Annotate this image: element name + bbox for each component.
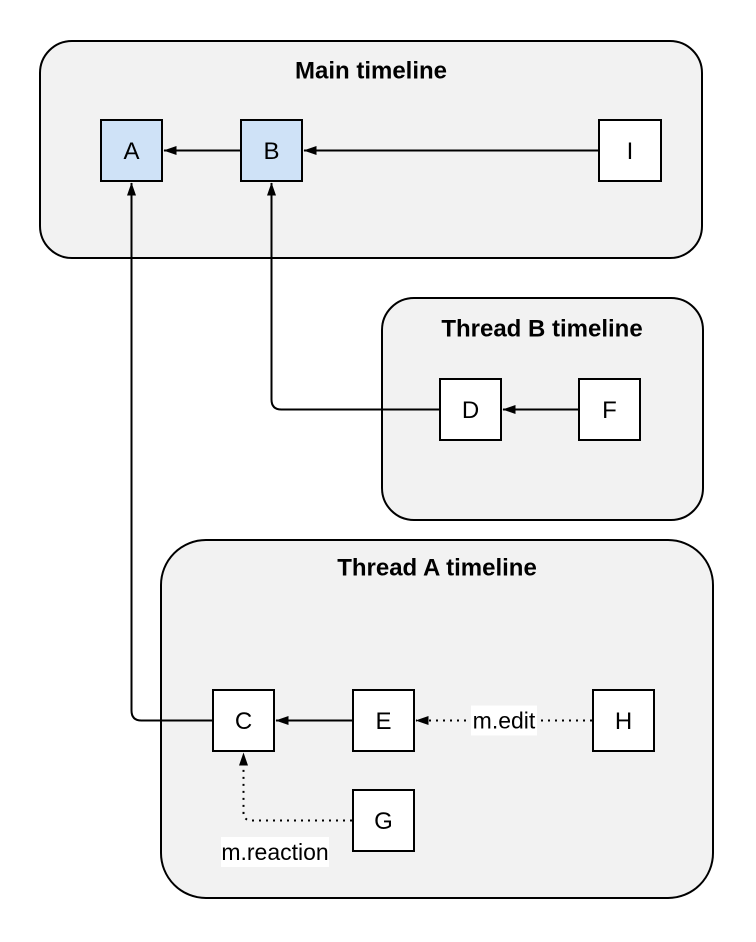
node-B-box — [240, 119, 303, 182]
node-D-box — [439, 378, 502, 441]
node-I: I — [598, 119, 662, 182]
node-F: F — [578, 378, 641, 441]
node-H: H — [592, 689, 655, 752]
node-E: E — [352, 689, 415, 752]
node-E-label: E — [375, 708, 391, 735]
node-A-box — [100, 119, 163, 182]
edge-c-to-a — [127, 182, 213, 722]
node-C-label: C — [235, 708, 252, 735]
node-H-label: H — [615, 708, 632, 735]
container-thread-a-timeline: Thread A timeline — [160, 539, 714, 899]
node-A-label: A — [123, 138, 139, 165]
edge-label-h-to-e: m.edit — [473, 708, 536, 734]
edge-label-g-to-c: m.reaction — [221, 839, 328, 865]
node-F-label: F — [602, 397, 617, 424]
node-H-box — [592, 689, 655, 752]
container-main-timeline-title: Main timeline — [295, 57, 447, 84]
edge-g-to-c-line — [239, 752, 352, 822]
edge-d-to-b-line — [267, 182, 440, 411]
node-I-box — [598, 119, 662, 182]
node-E-box — [352, 689, 415, 752]
edge-label-bg-g-to-c — [221, 837, 329, 867]
container-thread-b-timeline-title: Thread B timeline — [441, 315, 642, 342]
container-thread-a-timeline-box — [160, 539, 714, 899]
node-F-box — [578, 378, 641, 441]
node-B-label: B — [263, 138, 279, 165]
node-G: G — [352, 789, 415, 852]
node-A: A — [100, 119, 163, 182]
node-G-box — [352, 789, 415, 852]
node-I-label: I — [627, 138, 634, 165]
edge-h-to-e: m.edit — [415, 705, 592, 736]
edge-c-to-a-line — [127, 182, 213, 722]
edge-g-to-c: m.reaction — [221, 752, 352, 867]
edge-d-to-b — [267, 182, 440, 411]
node-C: C — [212, 689, 275, 752]
node-B: B — [240, 119, 303, 182]
node-G-label: G — [374, 808, 393, 835]
edge-label-bg-h-to-e — [471, 705, 537, 736]
node-D: D — [439, 378, 502, 441]
node-C-box — [212, 689, 275, 752]
container-thread-a-timeline-title: Thread A timeline — [337, 554, 537, 581]
node-D-label: D — [462, 397, 479, 424]
